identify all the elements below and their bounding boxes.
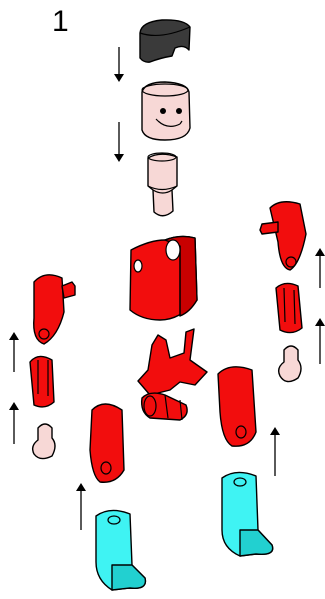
left-hand: [31, 423, 56, 460]
head: [141, 81, 191, 141]
torso: [129, 235, 198, 321]
right-elbow: [275, 282, 303, 334]
left-upper-arm: [33, 274, 76, 345]
neck-peg: [147, 152, 178, 217]
hip-joint: [137, 328, 208, 421]
right-hand: [277, 345, 302, 383]
right-upper-arm: [259, 201, 307, 271]
left-foot: [95, 509, 147, 591]
hair-piece: [139, 19, 191, 63]
right-foot: [221, 471, 274, 557]
right-leg: [217, 366, 257, 447]
left-elbow: [29, 355, 55, 408]
left-leg: [89, 403, 125, 483]
step-number: 1: [52, 5, 69, 38]
